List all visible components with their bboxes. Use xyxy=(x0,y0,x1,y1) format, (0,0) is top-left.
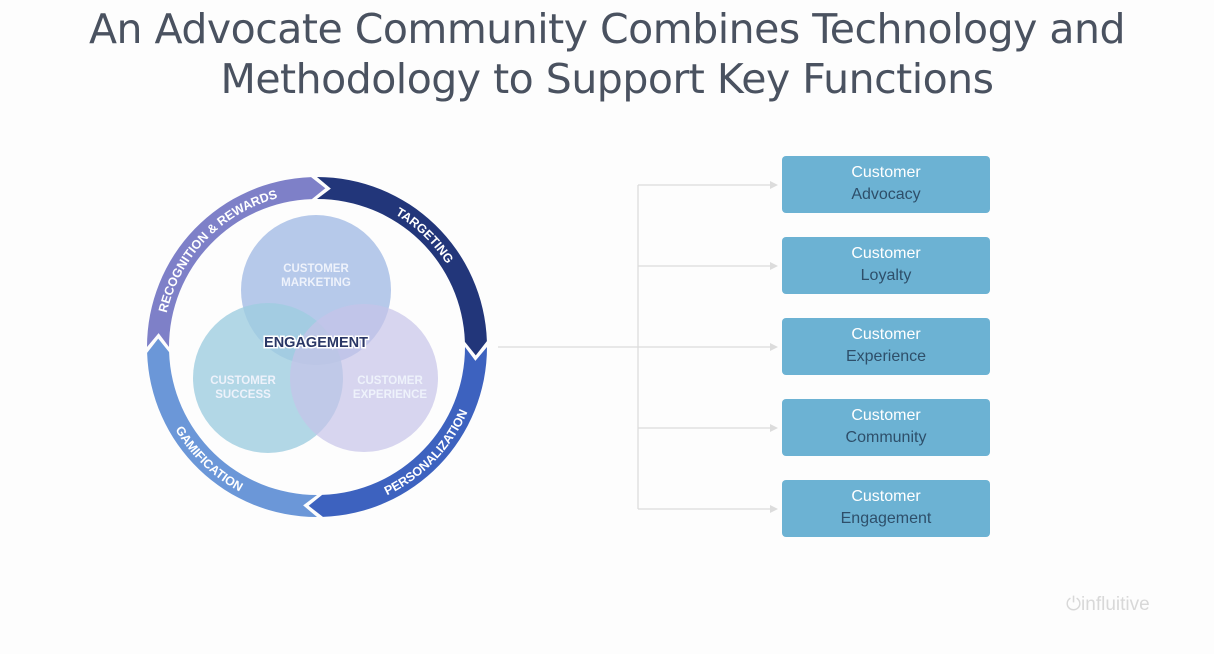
arrowhead-icon xyxy=(770,262,778,270)
venn-label-success-1: CUSTOMER xyxy=(210,375,276,387)
function-box-line1: Customer xyxy=(851,245,921,262)
power-icon: ⏻ xyxy=(1066,594,1082,615)
venn-label-experience-1: CUSTOMER xyxy=(357,375,423,387)
slide-title: An Advocate Community Combines Technolog… xyxy=(0,4,1214,104)
ring-label-targeting: TARGETING xyxy=(394,205,457,266)
function-box-line1: Customer xyxy=(851,488,921,505)
arrowhead-icon xyxy=(770,181,778,189)
venn-label-marketing-1: CUSTOMER xyxy=(283,263,349,275)
arrowhead-icon xyxy=(770,424,778,432)
arrowhead-icon xyxy=(770,505,778,513)
title-line-2: Methodology to Support Key Functions xyxy=(220,55,994,103)
function-box-line2: Community xyxy=(845,429,927,446)
function-box-line1: Customer xyxy=(851,407,921,424)
ring-segment-personalization xyxy=(308,347,487,517)
venn-label-marketing-2: MARKETING xyxy=(281,277,351,289)
ring-segment-gamification xyxy=(147,338,317,517)
function-box-line2: Experience xyxy=(845,348,927,365)
title-line-1: An Advocate Community Combines Technolog… xyxy=(88,5,1126,53)
venn-center-label: ENGAGEMENT xyxy=(264,335,368,351)
influitive-logo: ⏻influitive xyxy=(1066,594,1150,615)
function-box-line1: Customer xyxy=(851,164,921,181)
venn-label-experience-2: EXPERIENCE xyxy=(353,389,427,401)
function-box-line2: Engagement xyxy=(840,510,932,527)
ring-segment-recognition-rewards xyxy=(147,177,326,347)
function-box-line2: Loyalty xyxy=(860,267,912,284)
connectors xyxy=(498,181,778,513)
ring-segment-targeting xyxy=(317,177,487,356)
function-box-line1: Customer xyxy=(851,326,921,343)
function-box-line2: Advocacy xyxy=(851,186,921,203)
arrowhead-icon xyxy=(770,343,778,351)
venn-circle-experience xyxy=(290,304,438,452)
venn-label-success-2: SUCCESS xyxy=(215,389,271,401)
venn-diagram: CUSTOMER MARKETING CUSTOMER SUCCESS CUST… xyxy=(193,215,438,453)
